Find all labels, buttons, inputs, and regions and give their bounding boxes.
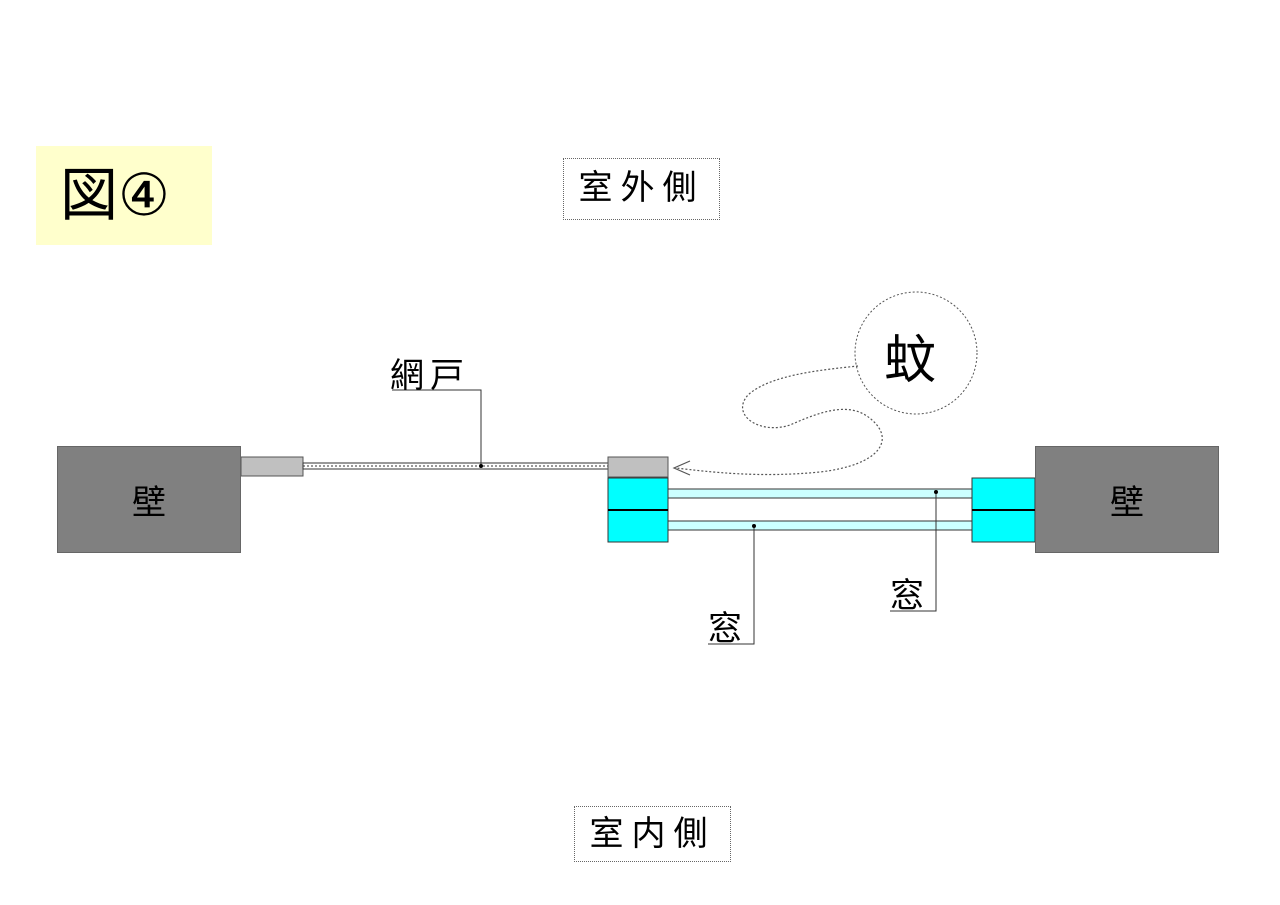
- window-glass-inner: [667, 520, 973, 531]
- screen-frame-right: [607, 456, 669, 478]
- window-outer-leader-line: [890, 492, 937, 612]
- outdoor-side-label: 室外側: [563, 158, 720, 220]
- figure-label: 図④: [36, 146, 212, 245]
- window-inner-label: 窓: [708, 609, 748, 649]
- window-frame-left-bottom: [607, 509, 669, 543]
- window-frame-left-top: [607, 477, 669, 511]
- screen-door-label: 網戸: [390, 356, 470, 396]
- wall-left: 壁: [57, 446, 241, 553]
- window-glass-outer: [667, 488, 973, 499]
- window-inner-leader-line: [708, 526, 755, 645]
- wall-right: 壁: [1035, 446, 1219, 553]
- window-frame-right-bottom: [971, 509, 1036, 543]
- mosquito-path-arrowhead: [672, 460, 691, 476]
- indoor-side-label: 室内側: [574, 806, 731, 862]
- screen-leader-line: [392, 389, 482, 466]
- window-frame-right-top: [971, 477, 1036, 511]
- mosquito-label: 蚊: [884, 331, 943, 391]
- wall-left-label: 壁: [132, 483, 166, 523]
- screen-frame-left: [240, 456, 304, 477]
- mosquito-path: [675, 365, 883, 476]
- mosquito-circle: [854, 291, 978, 415]
- window-outer-label: 窓: [890, 576, 930, 616]
- wall-right-label: 壁: [1110, 483, 1144, 523]
